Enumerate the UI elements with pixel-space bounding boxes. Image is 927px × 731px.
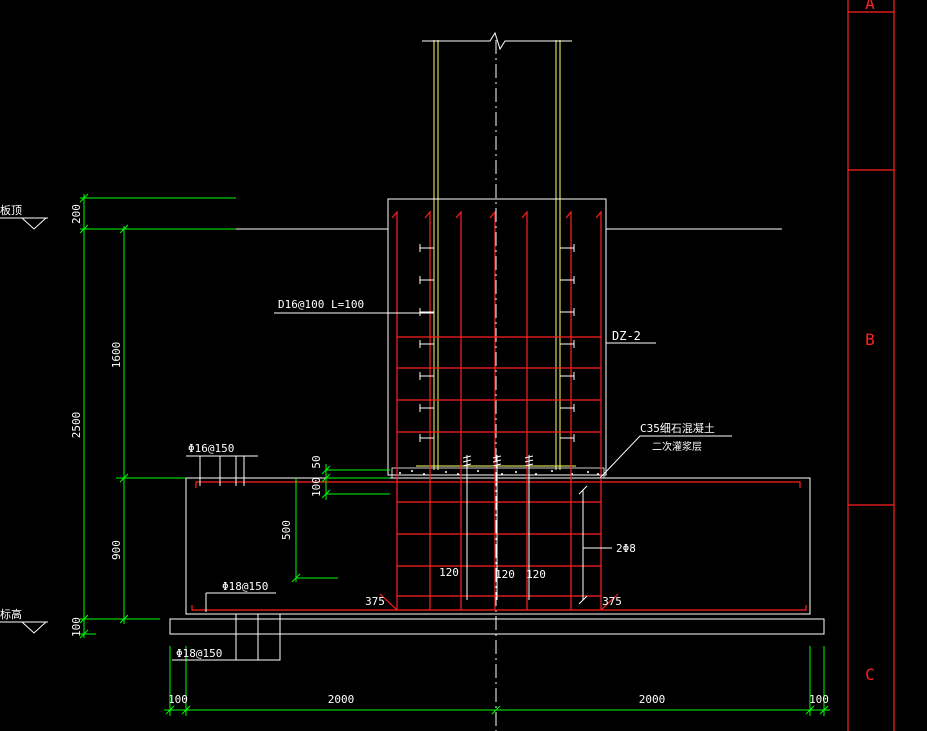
level-label-bottom: 标高 [0, 607, 22, 621]
blinding-layer [169, 618, 825, 635]
bottom-bar-annotation-upper: Φ18@150 [222, 580, 268, 593]
dim-375-left: 375 [365, 595, 385, 608]
stirrup-annotation: 2Φ8 [616, 542, 636, 555]
left-dimension-lines [79, 193, 236, 639]
grout-annotation-2: 二次灌浆层 [652, 440, 702, 453]
dim-100-left: 100 [70, 617, 83, 637]
dim-2000-right: 2000 [639, 693, 666, 706]
dim-120-b: 120 [495, 568, 515, 581]
dim-2500: 2500 [70, 412, 83, 439]
shear-studs [419, 244, 575, 442]
stud-annotation: D16@100 L=100 [278, 298, 364, 311]
dim-100-bottom-left: 100 [168, 693, 188, 706]
grout-layer [391, 467, 605, 479]
title-block [847, 0, 895, 731]
pedestal-stirrups [397, 336, 601, 597]
dim-50: 50 [310, 455, 323, 468]
level-marker-top [0, 217, 48, 230]
zone-label-c: C [865, 665, 875, 684]
column-break-mark [422, 31, 572, 51]
steel-column [416, 40, 576, 470]
footing-bottom-bar [191, 605, 807, 611]
level-label-top: 板顶 [0, 203, 22, 217]
anchor-bolts [462, 455, 534, 600]
bottom-dimension-lines [164, 646, 830, 716]
pedestal-bar-hooks [379, 593, 619, 611]
dim-1600: 1600 [110, 342, 123, 369]
level-marker-bottom [0, 621, 48, 634]
leader-lines [172, 312, 732, 661]
footing-outline [185, 477, 811, 615]
zone-label-a: A [865, 0, 875, 13]
dim-500: 500 [280, 520, 293, 540]
dim-120-a: 120 [439, 566, 459, 579]
zone-label-b: B [865, 330, 875, 349]
slab-detail-dimension-lines [291, 464, 390, 583]
dim-100-bottom-right: 100 [809, 693, 829, 706]
stirrup-dimension [578, 485, 612, 605]
dim-900: 900 [110, 540, 123, 560]
grout-hatch [399, 470, 599, 475]
dim-100-slab: 100 [310, 477, 323, 497]
footing-top-bar [195, 481, 801, 488]
bottom-bar-annotation-lower: Φ18@150 [176, 647, 222, 660]
column-tag: DZ-2 [612, 329, 641, 343]
dim-375-right: 375 [602, 595, 622, 608]
grout-annotation-1: C35细石混凝土 [640, 421, 715, 435]
top-bar-annotation: Φ16@150 [188, 442, 234, 455]
dim-200: 200 [70, 204, 83, 224]
dim-120-c: 120 [526, 568, 546, 581]
dim-2000-left: 2000 [328, 693, 355, 706]
